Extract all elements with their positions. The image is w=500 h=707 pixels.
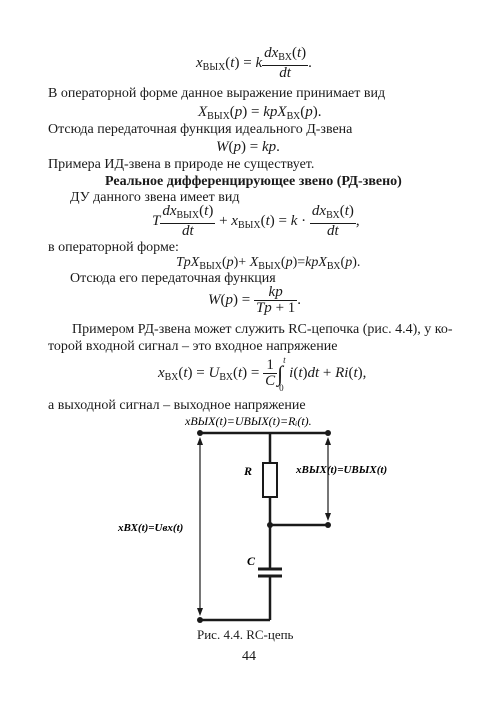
equation-operator-ideal: XВЫХ(p) = kpXВХ(p). bbox=[198, 104, 322, 122]
terminal-in-top bbox=[197, 430, 203, 436]
resistor-r bbox=[262, 462, 278, 498]
text-no-examples: Примера ИД-звена в природе не существует… bbox=[48, 157, 315, 172]
equation-operator-rd: TpXВЫХ(p)+ XВЫХ(p)=kpXВХ(p). bbox=[176, 255, 361, 272]
equation-transfer-ideal: W(p) = kp. bbox=[216, 139, 280, 155]
text-du: ДУ данного звена имеет вид bbox=[70, 190, 240, 205]
page-number: 44 bbox=[242, 649, 256, 664]
label-output-voltage: xВЫХ(t)=UВЫХ(t) bbox=[295, 464, 387, 476]
text-operator-form: в операторной форме: bbox=[48, 240, 179, 255]
text-output-signal: а выходной сигнал – выходное напряжение bbox=[48, 398, 306, 413]
label-output-top: xВЫХ(t)=UВЫХ(t)=Rᵢ(t). bbox=[184, 414, 312, 428]
label-input-voltage: xВХ(t)=Uвх(t) bbox=[117, 522, 183, 534]
rc-circuit-figure: xВЫХ(t)=UВЫХ(t)=Rᵢ(t). R C xВЫХ(t)=UВЫХ(… bbox=[117, 414, 387, 623]
paragraph-rc-line2: торой входной сигнал – это входное напря… bbox=[48, 339, 338, 354]
terminal-in-bottom bbox=[197, 617, 203, 623]
text-transfer-intro: Отсюда передаточная функция идеального Д… bbox=[48, 122, 353, 137]
terminal-out-top bbox=[325, 430, 331, 436]
figure-caption: Рис. 4.4. RC-цепь bbox=[197, 627, 294, 642]
label-c: C bbox=[247, 554, 256, 568]
paragraph-rc-line1: Примером РД-звена может служить RC-цепоч… bbox=[72, 322, 453, 337]
terminal-out-bottom bbox=[325, 522, 331, 528]
text-transfer-rd: Отсюда его передаточная функция bbox=[70, 271, 276, 286]
label-r: R bbox=[243, 464, 252, 478]
heading-rd-link: Реальное дифференцирующее звено (РД-звен… bbox=[105, 174, 402, 189]
text-operator-intro: В операторной форме данное выражение при… bbox=[48, 86, 386, 101]
